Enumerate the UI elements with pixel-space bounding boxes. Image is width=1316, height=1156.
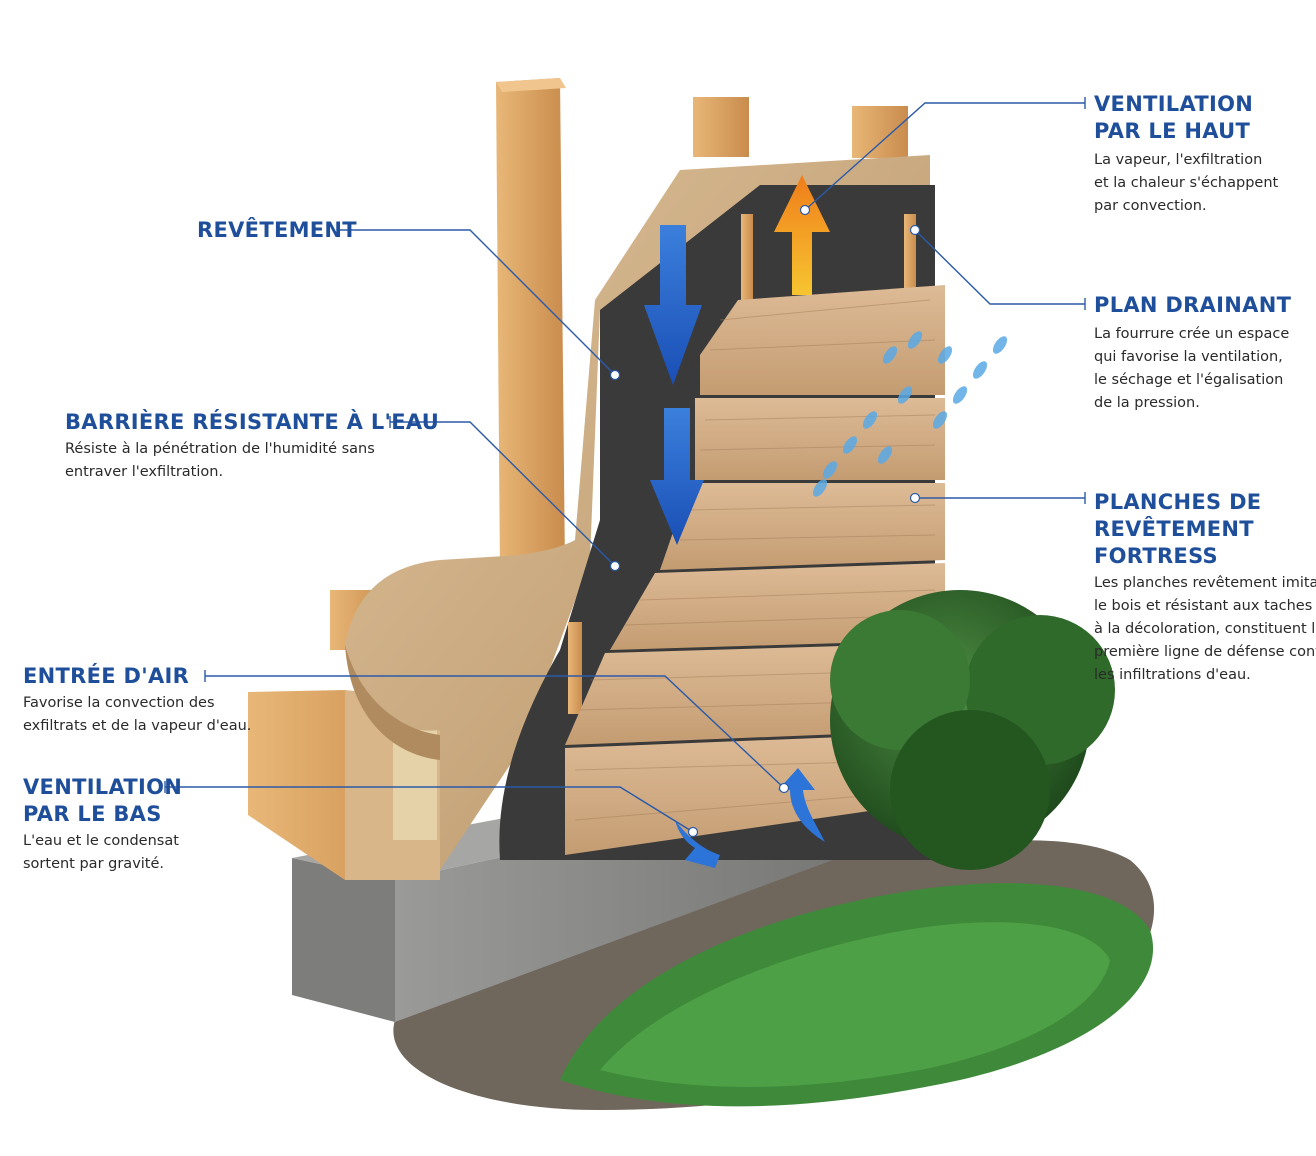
callout-title: BARRIÈRE RÉSISTANTE À L'EAU (65, 410, 440, 434)
callout-description: Résiste à la pénétration de l'humidité s… (65, 441, 375, 480)
sheathing (345, 155, 930, 870)
top-plates (693, 97, 908, 158)
ground (393, 840, 1155, 1110)
stud (496, 78, 566, 575)
callout-description: Les planches revêtement imitant le bois … (1094, 575, 1316, 683)
callout-description: Favorise la convection des exfiltrats et… (23, 695, 252, 734)
callout-plan-drainant: PLAN DRAINANT La fourrure crée un espace… (1094, 292, 1291, 415)
air-flow-arrows (644, 175, 830, 868)
callout-title: PLAN DRAINANT (1094, 293, 1292, 317)
arrow-in-bottom (778, 768, 825, 842)
callout-entree-air: ENTRÉE D'AIR Favorise la convection des … (23, 663, 251, 738)
callout-title: VENTILATION PAR LE BAS (23, 775, 183, 826)
rain-droplets (812, 331, 1008, 497)
arrow-down-2 (650, 408, 704, 545)
callout-revetement: REVÊTEMENT (197, 217, 357, 244)
callout-ventilation-bas: VENTILATION PAR LE BAS L'eau et le conde… (23, 774, 182, 876)
furring-strips (568, 214, 916, 714)
callout-title: ENTRÉE D'AIR (23, 664, 190, 688)
arrow-down-1 (644, 225, 702, 385)
arrow-out-bottom (675, 820, 720, 868)
bush (830, 590, 1115, 870)
leader-ticks (164, 97, 1086, 793)
callout-description: La vapeur, l'exfiltration et la chaleur … (1094, 152, 1279, 214)
callout-description: L'eau et le condensat sortent par gravit… (23, 833, 179, 872)
callout-barriere: BARRIÈRE RÉSISTANTE À L'EAU Résiste à la… (65, 409, 439, 484)
callout-title: PLANCHES DE REVÊTEMENT FORTRESS (1094, 490, 1262, 568)
callout-description: La fourrure crée un espace qui favorise … (1094, 326, 1290, 411)
arrow-up (774, 175, 830, 295)
callout-title: VENTILATION PAR LE HAUT (1094, 92, 1254, 143)
callout-ventilation-haut: VENTILATION PAR LE HAUT La vapeur, l'exf… (1094, 91, 1278, 218)
leader-dots (609, 204, 921, 838)
callout-title: REVÊTEMENT (197, 218, 357, 242)
leader-lines (165, 102, 1085, 833)
callout-planches-fortress: PLANCHES DE REVÊTEMENT FORTRESS Les plan… (1094, 489, 1316, 687)
